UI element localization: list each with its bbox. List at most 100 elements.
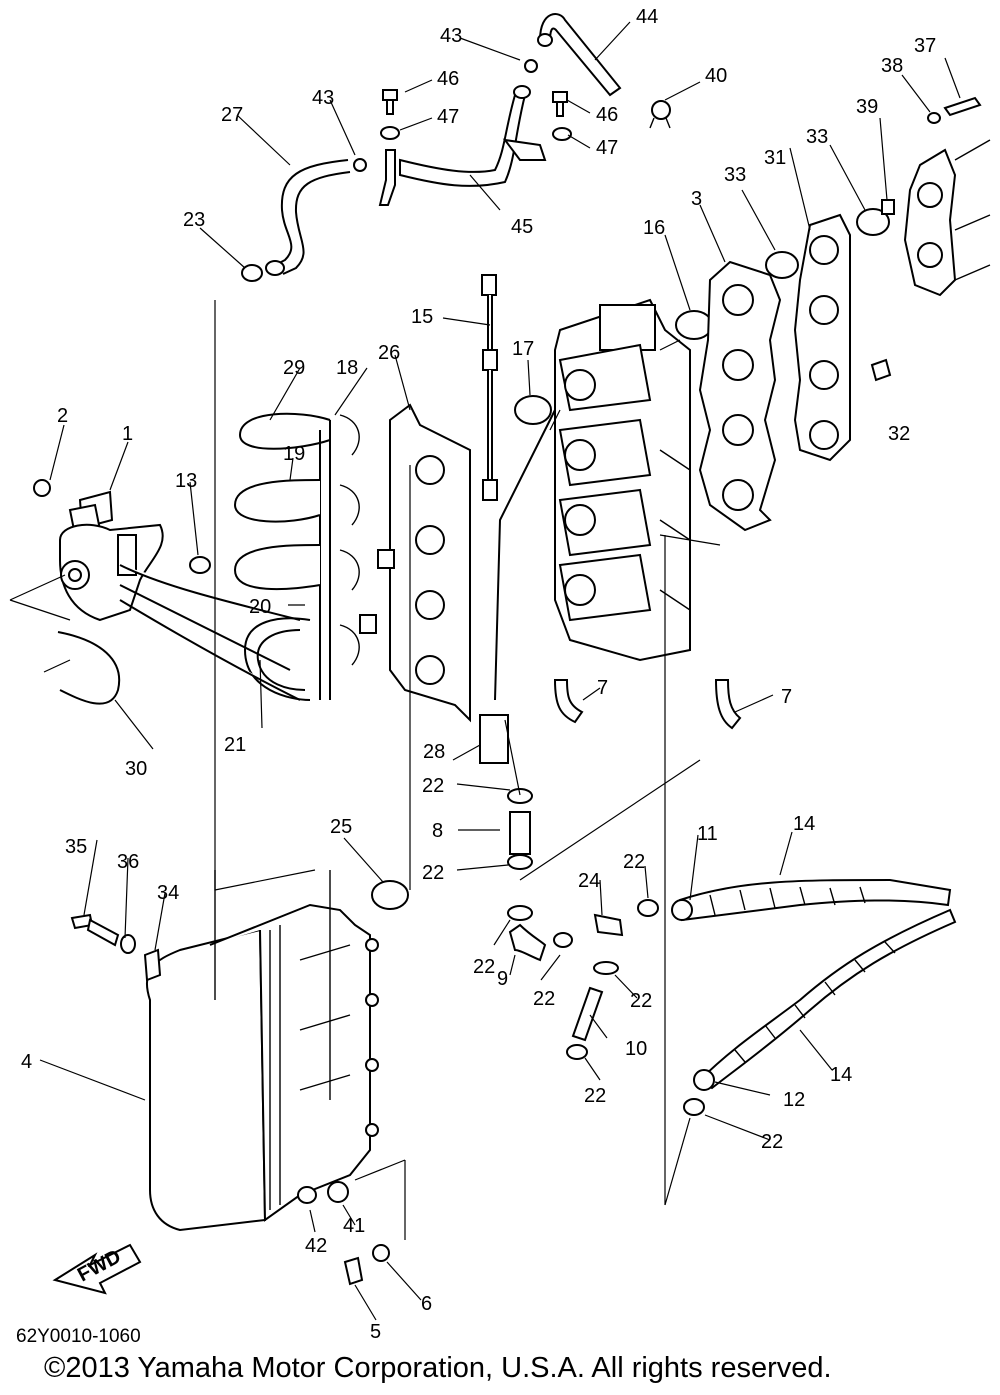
sensor-assembly xyxy=(33,479,211,622)
o-ring-25 xyxy=(371,880,409,910)
label-39: 39 xyxy=(856,96,878,118)
label-30: 30 xyxy=(125,758,147,780)
bolt-35-36-34 xyxy=(70,913,162,982)
hose-11-14 xyxy=(671,878,952,922)
drawing-code: 62Y0010-1060 xyxy=(16,1326,141,1347)
label-22b: 22 xyxy=(422,862,444,884)
o-ring-17 xyxy=(514,395,552,425)
fitting-24 xyxy=(593,913,624,937)
label-3: 3 xyxy=(691,188,702,210)
label-38: 38 xyxy=(881,55,903,77)
label-14b: 14 xyxy=(830,1064,852,1086)
clamp-22e xyxy=(637,899,659,917)
label-6: 6 xyxy=(421,1293,432,1315)
fwd-arrow: FWD xyxy=(52,1243,142,1295)
label-25: 25 xyxy=(330,816,352,838)
label-16: 16 xyxy=(643,217,665,239)
label-7b: 7 xyxy=(781,686,792,708)
label-35: 35 xyxy=(65,836,87,858)
label-4: 4 xyxy=(21,1051,32,1073)
label-45: 45 xyxy=(511,216,533,238)
label-47b: 47 xyxy=(596,137,618,159)
carburetor-assembly xyxy=(554,298,691,662)
label-22e: 22 xyxy=(623,851,645,873)
label-21: 21 xyxy=(224,734,246,756)
gasket-3 xyxy=(698,260,782,532)
label-10: 10 xyxy=(625,1038,647,1060)
label-22c: 22 xyxy=(473,956,495,978)
label-23: 23 xyxy=(183,209,205,231)
label-5: 5 xyxy=(370,1321,381,1343)
label-36: 36 xyxy=(117,851,139,873)
label-18: 18 xyxy=(336,357,358,379)
hose-27 xyxy=(265,159,351,276)
label-17: 17 xyxy=(512,338,534,360)
label-11: 11 xyxy=(697,823,718,845)
label-7a: 7 xyxy=(597,677,608,699)
wire-28 xyxy=(479,399,561,764)
pin-39 xyxy=(881,199,895,215)
harness-15 xyxy=(481,274,498,501)
hose-30 xyxy=(57,631,121,705)
silencer-4 xyxy=(145,870,379,1232)
clamp-22h xyxy=(683,1098,705,1116)
label-41: 41 xyxy=(343,1215,365,1237)
label-44: 44 xyxy=(636,6,658,28)
clamp-22f xyxy=(593,961,619,975)
hose-44 xyxy=(537,13,622,97)
label-24: 24 xyxy=(578,870,600,892)
label-9: 9 xyxy=(497,968,508,990)
label-22d: 22 xyxy=(533,988,555,1010)
clip-43 xyxy=(353,59,538,172)
clamp-22g xyxy=(566,1044,588,1060)
hose-10 xyxy=(571,986,604,1042)
elbow-7a xyxy=(553,679,584,724)
label-32: 32 xyxy=(888,423,910,445)
label-26: 26 xyxy=(378,342,400,364)
label-19: 19 xyxy=(283,443,305,465)
label-46a: 46 xyxy=(437,68,459,90)
hose-12-14 xyxy=(693,908,957,1091)
label-27: 27 xyxy=(221,104,243,126)
label-33a: 33 xyxy=(724,164,746,186)
label-14a: 14 xyxy=(793,813,815,835)
label-46b: 46 xyxy=(596,104,618,126)
label-8: 8 xyxy=(432,820,443,842)
o-ring-16 xyxy=(675,310,713,340)
label-43b: 43 xyxy=(440,25,462,47)
bolt-37-38 xyxy=(927,96,982,124)
fittings-41-42 xyxy=(297,1181,349,1204)
label-47a: 47 xyxy=(437,106,459,128)
label-22g: 22 xyxy=(584,1085,606,1107)
clamp-22d xyxy=(553,932,573,948)
label-37: 37 xyxy=(914,35,936,57)
label-15: 15 xyxy=(411,306,433,328)
bolts-46-47 xyxy=(380,89,572,141)
bracket-hose-45 xyxy=(378,85,547,206)
clamp-22a xyxy=(507,788,533,804)
label-29: 29 xyxy=(283,357,305,379)
o-ring-33a xyxy=(765,251,799,279)
gasket-26 xyxy=(359,403,471,723)
label-34: 34 xyxy=(157,882,179,904)
label-1: 1 xyxy=(122,423,133,445)
label-22h: 22 xyxy=(761,1131,783,1153)
elbow-9 xyxy=(508,923,547,962)
label-31: 31 xyxy=(764,147,786,169)
elbow-7b xyxy=(714,679,742,730)
clamp-22c xyxy=(507,905,533,921)
reed-plate-31 xyxy=(793,213,851,462)
label-12: 12 xyxy=(783,1089,805,1111)
label-20: 20 xyxy=(249,596,271,618)
plug-5-washer-6 xyxy=(343,1244,390,1286)
label-22f: 22 xyxy=(630,990,652,1012)
fitting-32 xyxy=(870,358,892,382)
label-2: 2 xyxy=(57,405,68,427)
label-42: 42 xyxy=(305,1235,327,1257)
crankcase xyxy=(903,139,991,297)
label-13: 13 xyxy=(175,470,197,492)
label-28: 28 xyxy=(423,741,445,763)
label-33b: 33 xyxy=(806,126,828,148)
clamp-22b xyxy=(507,854,533,870)
